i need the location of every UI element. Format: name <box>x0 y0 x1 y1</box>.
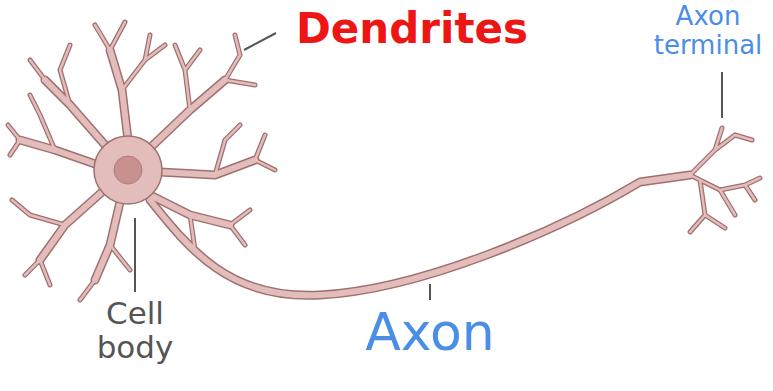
part-label: Axon <box>340 304 520 361</box>
part-label: Dendrites <box>282 6 542 52</box>
part-label: Axon terminal <box>648 2 768 59</box>
leader-lines <box>135 33 722 300</box>
part-label: Cell body <box>75 296 195 364</box>
